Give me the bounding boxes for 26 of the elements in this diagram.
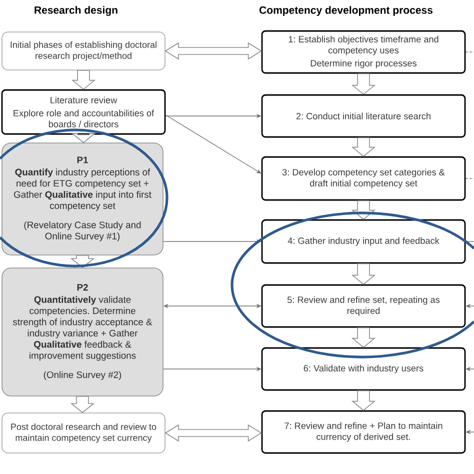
block-arrow: [351, 327, 376, 348]
block-arrow: [71, 70, 96, 90]
block-arrow: [71, 133, 96, 144]
process-box: 7: Review and refine + Plan to maintain currency of derived set.: [261, 410, 466, 454]
process-box: P2 Quantitatively validate competencies. Determine strength of industry acceptance & industry variance + Gather Qualitative feedback & improvement suggestions (Online Survey #2): [2, 268, 164, 396]
block-arrow: [351, 263, 376, 285]
process-box: 6: Validate with industry users: [261, 347, 466, 391]
process-box: 2: Conduct initial literature search: [261, 94, 466, 138]
block-arrow: [351, 137, 376, 157]
process-box: Literature review Explore role and accountabilities of boards / directors: [1, 89, 166, 135]
column-heading: Research design: [34, 6, 118, 16]
process-box: 5: Review and refine set, repeating as required: [261, 284, 466, 328]
connector-line: [465, 241, 474, 242]
process-box: P1 Quantify industry perceptions of need for ETG competency set + Gather Qualitative input into first competency set (Revelatory Case Study and Online Survey #1): [2, 142, 164, 256]
block-arrow: [70, 255, 95, 268]
process-box: Initial phases of establishing doctoral research project/method: [2, 32, 166, 70]
column-heading: Competency development process: [260, 6, 432, 16]
block-arrow: [351, 73, 376, 95]
process-box: Post doctoral research and review to maintain competency set currency: [2, 412, 166, 454]
block-arrow: [70, 396, 95, 414]
process-box: 4: Gather industry input and feedback: [261, 219, 466, 264]
block-arrow: [351, 390, 376, 411]
dashed-line: [465, 178, 474, 179]
process-box: 3: Develop competency set categories & draft initial competency set: [261, 156, 466, 201]
block-arrow: [351, 200, 376, 220]
process-box: 1: Establish objectives timeframe and competency uses Determine rigor processes: [261, 30, 466, 74]
